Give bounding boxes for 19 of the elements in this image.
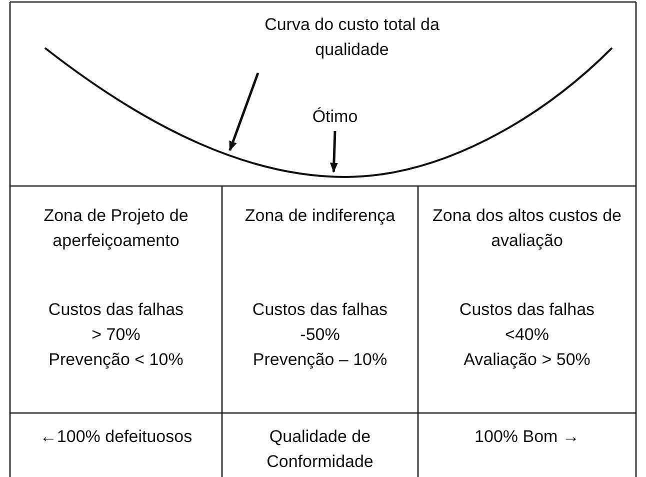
arrow (228, 72, 260, 152)
curve-label: Curva do custo total da qualidade (262, 12, 442, 62)
axis-text: Qualidade de Conformidade (266, 426, 374, 473)
zone-heading: Zona dos altos custos de avaliação (432, 205, 622, 252)
axis-text: ←100% defeituosos (38, 426, 194, 448)
zone-heading: Zona de Projeto de aperfeiçoamento (42, 205, 190, 252)
cost-share-text: Prevenção < 10% (48, 349, 184, 371)
cost-share-text: -50% (299, 324, 341, 346)
cost-share-text: > 70% (90, 324, 142, 346)
cost-share-text: Custos das falhas (251, 299, 389, 321)
zone-heading: Zona de indiferença (244, 205, 396, 227)
cost-share-text: Custos das falhas (458, 299, 596, 321)
optimum-label: Ótimo (300, 104, 370, 129)
axis-text: 100% Bom → (474, 426, 580, 448)
cost-share-text: Prevenção – 10% (252, 349, 388, 371)
arrow (330, 130, 338, 173)
cost-share-text: Avaliação > 50% (462, 349, 592, 371)
cost-share-text: <40% (504, 324, 550, 346)
cost-share-text: Custos das falhas (47, 299, 185, 321)
